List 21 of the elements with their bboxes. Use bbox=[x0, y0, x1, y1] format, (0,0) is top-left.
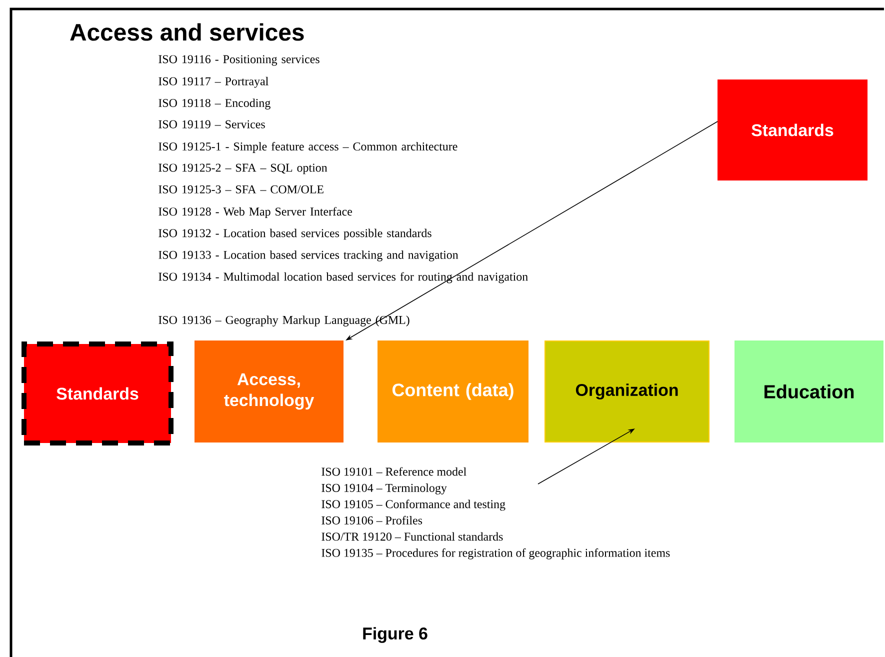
standard-list-item: ISO 19125-1 - Simple feature access – Common architecture bbox=[158, 142, 458, 153]
category-box: Content (data) bbox=[378, 340, 528, 442]
category-box: Organization bbox=[544, 340, 710, 442]
standard-list-item: ISO 19119 – Services bbox=[158, 120, 265, 128]
category-box: Education bbox=[734, 340, 884, 442]
standard-list-item: ISO 19136 – Geography Markup Language (GML) bbox=[158, 316, 410, 326]
standard-list-item: ISO 19117 – Portrayal bbox=[158, 76, 268, 88]
slide-title: Access and services bbox=[70, 23, 304, 41]
category-box: Standards bbox=[718, 80, 868, 180]
standard-list-item: ISO 19116 - Positioning services bbox=[158, 55, 320, 66]
category-box: Access, technology bbox=[194, 340, 344, 442]
standard-list-item: ISO 19134 - Multimodal location based services for routing and navigation bbox=[158, 272, 528, 284]
standard-list: ISO 19101 – Reference model ISO 19104 – Terminology ISO 19105 – Conformance and testing ISO 19106 – Profiles ISO/TR 19120 – Functional standards ISO 19135 – Procedures for registration of geographic information items bbox=[322, 467, 670, 560]
standard-list-item: ISO 19118 – Encoding bbox=[158, 98, 270, 110]
figure-caption: Figure 6 bbox=[363, 627, 428, 643]
dashed-box: Standards bbox=[22, 342, 174, 446]
standard-list-item: ISO 19128 - Web Map Server Interface bbox=[158, 207, 352, 218]
standard-list-item: ISO 19133 - Location based services tracking and navigation bbox=[158, 250, 458, 262]
standard-list-item: ISO 19125-3 – SFA – COM/OLE bbox=[158, 185, 324, 194]
standard-list-item: ISO 19132 - Location based services possible standards bbox=[158, 228, 432, 240]
standard-list-item: ISO 19125-2 – SFA – SQL option bbox=[158, 164, 328, 174]
